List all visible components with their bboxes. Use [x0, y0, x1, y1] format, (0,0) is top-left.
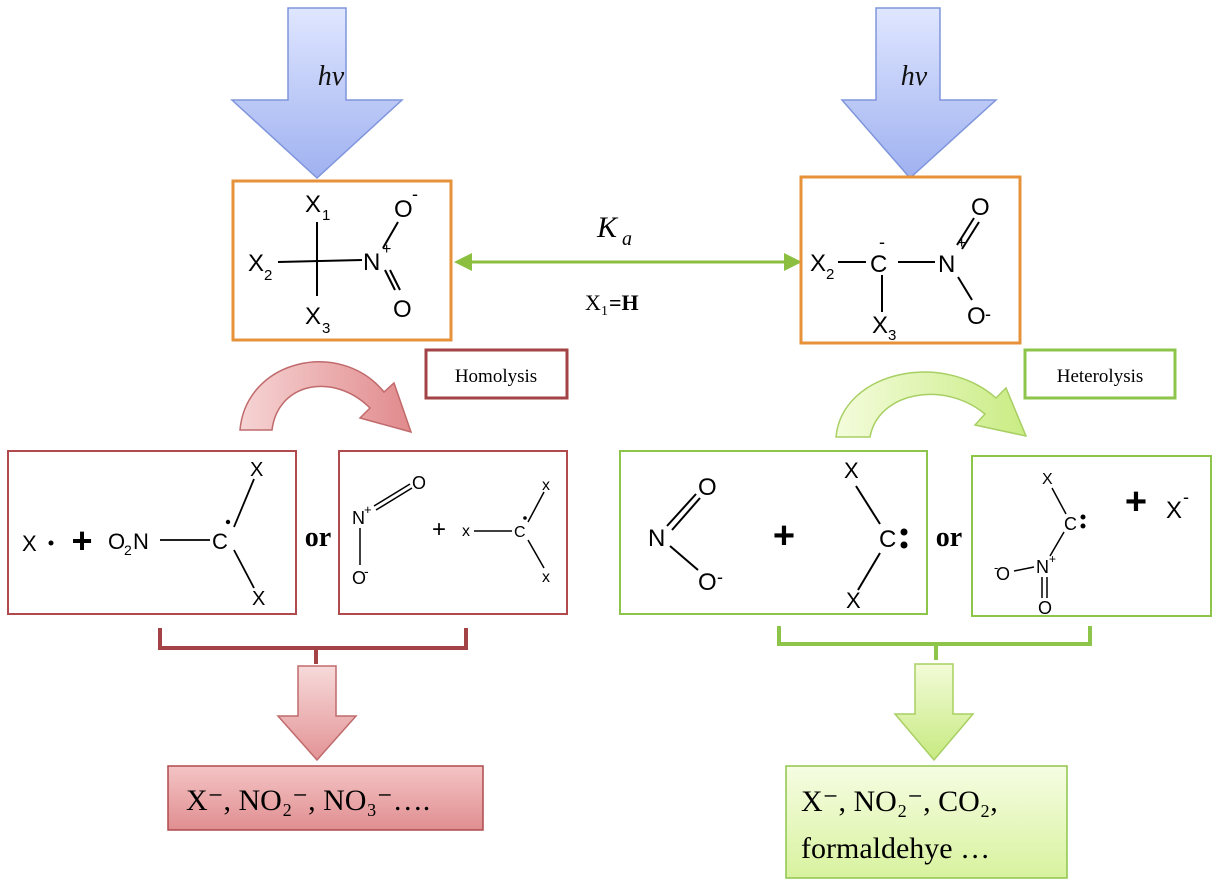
- homolysis-or: or: [305, 522, 331, 553]
- hetero-a-x-top: X: [844, 458, 859, 483]
- condition-x: X: [585, 290, 601, 315]
- right-hv-label: hv: [901, 61, 928, 92]
- condition-sub: 1: [601, 304, 608, 319]
- right-molecule-box: X 2 C - X 3 N + O O -: [799, 175, 1022, 345]
- homo-b-o-top: O: [412, 473, 426, 493]
- homolysis-product-a: X + O 2 N C X X: [7, 450, 297, 615]
- left-x3: X: [305, 303, 321, 330]
- homolysis-final-products: X⁻, NO₂⁻, NO₃⁻….: [186, 784, 430, 817]
- hetero-b-x-top: X: [1042, 471, 1053, 488]
- right-x2: X: [810, 250, 826, 277]
- right-o-top: O: [971, 194, 990, 221]
- hetero-a-o-bottom: O: [698, 569, 717, 596]
- left-light-arrow: hv: [230, 7, 404, 180]
- hetero-a-lone-pair-2: [900, 541, 908, 549]
- homo-b-c-dot: [523, 516, 527, 520]
- heterolysis-final-line1: X⁻, NO₂⁻, CO₂,: [801, 785, 998, 818]
- homo-a-n: N: [133, 529, 149, 554]
- hetero-b-x-ion: X: [1166, 497, 1182, 524]
- homo-a-c: C: [212, 529, 228, 554]
- homo-b-n: N: [352, 508, 365, 528]
- right-n: N: [938, 251, 955, 278]
- homolysis-label: Homolysis: [455, 366, 537, 387]
- hetero-a-lone-pair-1: [900, 528, 908, 536]
- hetero-b-n: N: [1036, 557, 1049, 577]
- hetero-b-lone-pair-2: [1080, 523, 1086, 529]
- homo-a-c-dot: [225, 519, 231, 525]
- heterolysis-curved-arrow: [835, 371, 1028, 438]
- heterolysis-bracket: [777, 626, 1092, 660]
- hetero-b-plus: +: [1125, 481, 1147, 523]
- homo-a-plus: +: [71, 520, 92, 561]
- right-n-charge: +: [957, 235, 966, 252]
- homolysis-down-arrow: [276, 665, 358, 762]
- hetero-b-o-left: O: [996, 564, 1010, 584]
- hetero-b-c: C: [1064, 514, 1077, 534]
- hetero-a-x-bottom: X: [846, 588, 861, 613]
- hetero-b-o-left-charge: -: [994, 560, 998, 575]
- heterolysis-or: or: [936, 522, 962, 553]
- homo-a-x-bottom: X: [252, 588, 265, 610]
- left-molecule-box: X 1 X 2 X 3 N + O - O: [231, 179, 453, 342]
- left-x2: X: [248, 250, 264, 277]
- homo-b-o-charge: -: [364, 563, 369, 579]
- left-x1-sub: 1: [322, 207, 330, 224]
- heterolysis-label-box: Heterolysis: [1023, 348, 1177, 400]
- homo-a-x-top: X: [250, 459, 263, 481]
- homo-a-o-sub: 2: [124, 542, 132, 558]
- hetero-a-o-charge: -: [717, 567, 723, 587]
- left-n-charge: +: [382, 241, 391, 258]
- hetero-b-o-bottom: O: [1038, 598, 1052, 618]
- left-o-top-charge: -: [412, 184, 418, 204]
- right-x2-sub: 2: [826, 266, 834, 283]
- homolysis-curved-arrow: [239, 361, 413, 434]
- right-o-bottom-charge: -: [985, 304, 991, 324]
- hetero-a-n: N: [648, 525, 665, 552]
- right-x3-sub: 3: [888, 327, 896, 344]
- condition-rest: =H: [609, 290, 639, 315]
- homo-b-c: C: [514, 524, 526, 541]
- right-c: C: [870, 251, 887, 278]
- left-hv-label: hv: [318, 61, 345, 92]
- homolysis-product-b: N + O O - + x C x x: [338, 450, 568, 615]
- right-c-charge: -: [879, 232, 885, 252]
- left-o-bottom: O: [393, 296, 412, 323]
- homo-b-n-charge: +: [364, 502, 372, 517]
- ka-label: K: [596, 211, 619, 244]
- heterolysis-label: Heterolysis: [1057, 366, 1144, 387]
- heterolysis-down-arrow: [893, 663, 975, 762]
- homo-a-radical-dot: [48, 540, 54, 546]
- hetero-a-c: C: [879, 526, 896, 553]
- homolysis-label-box: Homolysis: [424, 348, 569, 400]
- homo-a-o: O: [108, 529, 125, 554]
- left-x2-sub: 2: [264, 267, 272, 284]
- left-o-top: O: [394, 196, 413, 223]
- hetero-a-plus: +: [773, 515, 795, 557]
- heterolysis-final-box: X⁻, NO₂⁻, CO₂, formaldehye …: [785, 765, 1068, 879]
- left-x3-sub: 3: [322, 320, 330, 337]
- hetero-b-n-charge: +: [1049, 552, 1056, 566]
- right-x3: X: [872, 312, 888, 339]
- left-n: N: [363, 249, 380, 276]
- left-x1: X: [305, 191, 321, 218]
- hetero-a-o-top: O: [698, 474, 717, 501]
- homolysis-bracket: [158, 628, 468, 664]
- homolysis-final-box: X⁻, NO₂⁻, NO₃⁻….: [167, 765, 484, 831]
- right-light-arrow: hv: [840, 7, 998, 180]
- ka-subscript: a: [622, 228, 632, 250]
- homo-b-x-top: x: [542, 477, 550, 494]
- equilibrium-arrow: K a X 1 =H: [454, 211, 802, 319]
- homo-a-x: X: [22, 531, 37, 556]
- right-o-bottom: O: [967, 303, 986, 330]
- hetero-b-x-ion-charge: -: [1183, 487, 1189, 507]
- heterolysis-final-line2: formaldehye …: [801, 832, 990, 865]
- homo-b-x-bottom: x: [542, 569, 550, 586]
- heterolysis-product-a: N O O - + X C X: [619, 450, 928, 615]
- heterolysis-product-b: X C N + O - O + X -: [971, 455, 1212, 618]
- hetero-b-lone-pair-1: [1080, 514, 1086, 520]
- homo-b-o-bottom: O: [352, 568, 366, 588]
- homo-b-plus: +: [432, 516, 446, 543]
- homo-b-x-left: x: [462, 523, 470, 540]
